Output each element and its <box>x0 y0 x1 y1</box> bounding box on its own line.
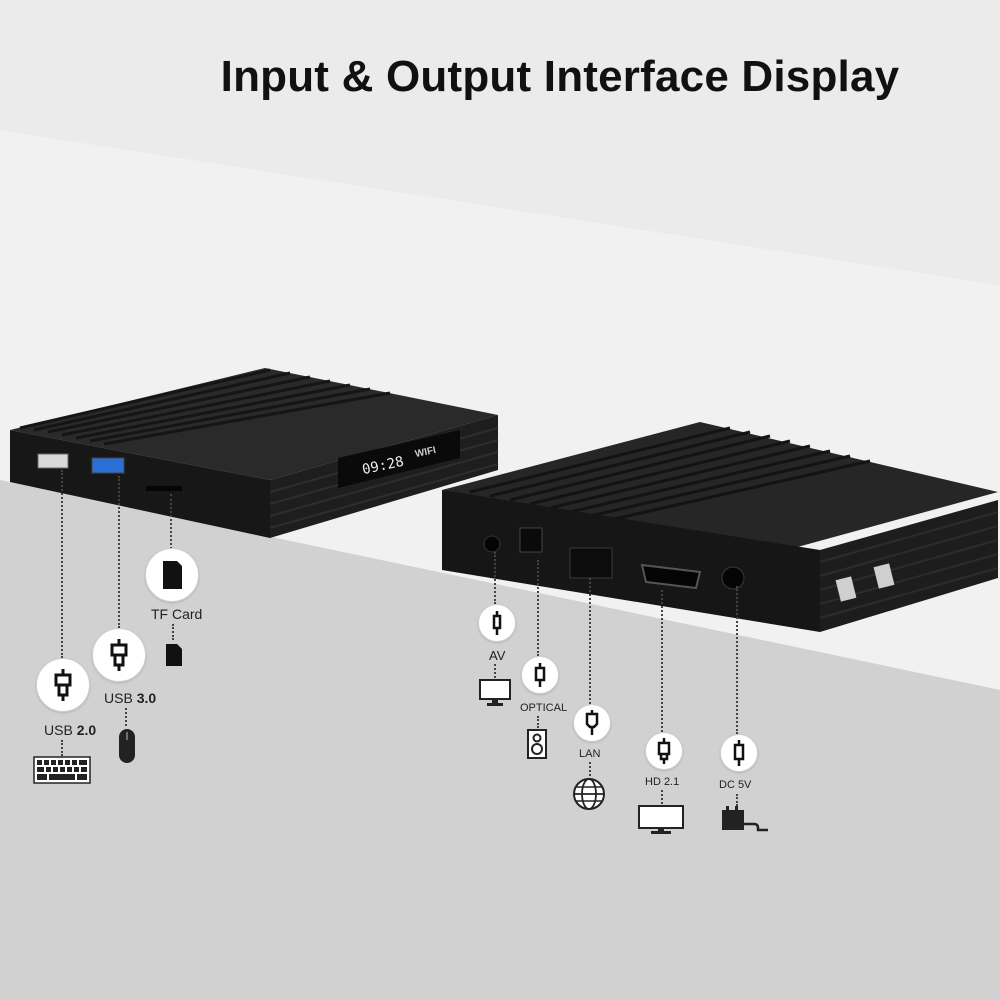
av-plug-icon <box>478 604 516 642</box>
page-title: Input & Output Interface Display <box>220 52 900 101</box>
tf-connect-line <box>172 624 176 640</box>
hd-plug-icon <box>645 732 683 770</box>
dc-plug-icon <box>720 734 758 772</box>
optical-plug-icon <box>521 656 559 694</box>
lan-connect-line <box>589 762 593 776</box>
usb2-plug-icon <box>36 658 90 712</box>
usb3-plug-icon <box>92 628 146 682</box>
av-line <box>494 552 498 604</box>
av-label: AV <box>489 648 506 663</box>
front-device <box>10 368 499 538</box>
lan-label: LAN <box>579 748 601 760</box>
monitor-icon <box>479 679 511 706</box>
hd-line <box>661 590 665 732</box>
rear-device <box>442 422 999 632</box>
optical-connect-line <box>537 716 541 728</box>
power-adapter-icon <box>722 806 768 832</box>
usb3-connect-line <box>125 708 129 726</box>
usb3-label: USB 3.0 <box>104 690 157 706</box>
usb3-line <box>118 476 122 628</box>
hd-label: HD 2.1 <box>645 776 680 788</box>
optical-label: OPTICAL <box>520 702 568 714</box>
globe-icon <box>573 778 605 810</box>
av-connect-line <box>494 664 498 678</box>
display-icon <box>638 805 684 834</box>
tf-line <box>170 494 174 549</box>
keyboard-icon <box>33 756 91 784</box>
lan-line <box>589 578 593 704</box>
dc-line <box>736 586 740 734</box>
dc-label: DC 5V <box>719 779 752 791</box>
optical-line <box>537 560 541 656</box>
usb2-connect-line <box>61 740 65 756</box>
tf-card-icon <box>145 548 199 602</box>
micro-sd-icon <box>166 644 182 666</box>
hd-connect-line <box>661 790 665 804</box>
dc-connect-line <box>736 794 740 806</box>
lan-plug-icon <box>573 704 611 742</box>
usb2-line <box>61 470 65 658</box>
usb2-label: USB 2.0 <box>44 722 97 738</box>
tf-label: TF Card <box>151 606 203 622</box>
mouse-icon <box>119 729 135 763</box>
speaker-icon <box>527 729 547 759</box>
